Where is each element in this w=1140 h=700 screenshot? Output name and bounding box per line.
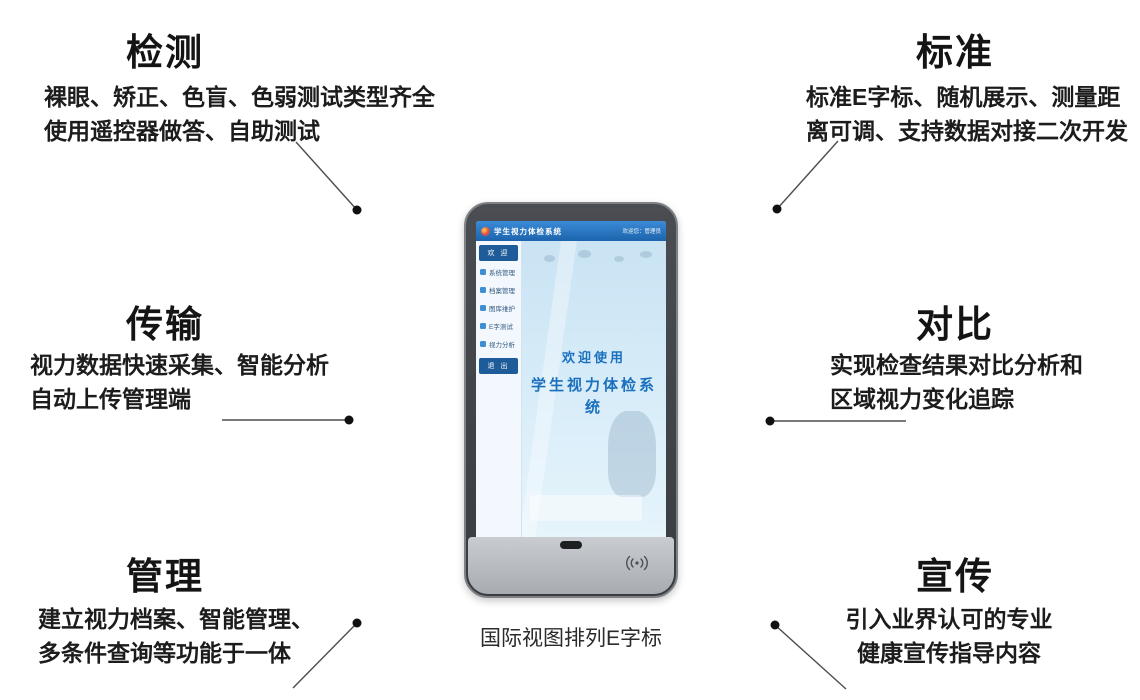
menu-square-icon	[480, 305, 486, 311]
feature-compare-line1: 实现检查结果对比分析和	[830, 352, 1083, 378]
app-logo-icon	[481, 226, 490, 236]
app-main-area: 欢迎使用 学生视力体检系统	[522, 241, 666, 539]
connector-dot-bottom-right	[770, 620, 780, 630]
sidebar-item-label: E字测试	[489, 324, 513, 331]
menu-square-icon	[480, 287, 486, 293]
feature-title-transfer: 传输	[126, 304, 204, 345]
feature-text-transfer: 视力数据快速采集、智能分析 自动上传管理端	[30, 348, 329, 416]
sidebar-item-label: 图库维护	[489, 306, 515, 313]
feature-title-manage: 管理	[126, 556, 204, 597]
connector-line-top-right	[776, 140, 839, 210]
feature-manage-line2: 多条件查询等功能于一体	[38, 640, 291, 666]
feature-text-detect: 裸眼、矫正、色盲、色弱测试类型齐全 使用遥控器做答、自助测试	[44, 80, 435, 148]
feature-standard-line2: 离可调、支持数据对接二次开发	[806, 118, 1128, 144]
feature-promote-line2: 健康宣传指导内容	[857, 640, 1041, 666]
connector-dot-mid-left	[344, 415, 354, 425]
sidebar-item-archive: 档案管理	[479, 283, 518, 297]
sidebar-welcome-button: 欢 迎	[479, 245, 518, 261]
device-mockup: 学生视力体检系统 欢迎您：管理员 欢 迎 系统管理 档案管理	[464, 202, 678, 598]
device-bottom-band	[468, 537, 674, 594]
sidebar-item-label: 视力分析	[489, 342, 515, 349]
feature-transfer-line2: 自动上传管理端	[30, 386, 191, 412]
sidebar-item-label: 系统管理	[489, 270, 515, 277]
welcome-text: 欢迎使用	[561, 350, 626, 365]
system-name-text: 学生视力体检系统	[530, 377, 657, 416]
background-light-blob	[544, 255, 555, 262]
connector-dot-top-right	[772, 204, 782, 214]
background-light-blob	[640, 251, 652, 258]
connector-dot-mid-right	[765, 416, 775, 426]
feature-promote-line1: 引入业界认可的专业	[845, 606, 1053, 632]
feature-title-promote: 宣传	[916, 556, 994, 597]
background-person-silhouette	[608, 411, 656, 497]
background-light-blob	[578, 250, 591, 258]
feature-title-standard: 标准	[916, 32, 994, 73]
app-header: 学生视力体检系统 欢迎您：管理员	[476, 221, 666, 241]
app-body: 欢 迎 系统管理 档案管理 图库维护 E字测试	[476, 241, 666, 539]
device-screen: 学生视力体检系统 欢迎您：管理员 欢 迎 系统管理 档案管理	[476, 221, 666, 539]
sidebar-item-system: 系统管理	[479, 265, 518, 279]
background-desk-shape	[530, 495, 642, 521]
feature-compare-line2: 区域视力变化追踪	[830, 386, 1014, 412]
app-title: 学生视力体检系统	[494, 226, 562, 236]
feature-detect-line1: 裸眼、矫正、色盲、色弱测试类型齐全	[44, 84, 435, 110]
background-light-blob	[614, 256, 624, 262]
feature-transfer-line1: 视力数据快速采集、智能分析	[30, 352, 329, 378]
device-caption: 国际视图排列E字标	[479, 627, 662, 650]
sidebar-exit-button: 退 出	[479, 358, 518, 374]
camera-slot	[560, 541, 582, 549]
sidebar-item-label: 档案管理	[489, 288, 515, 295]
app-header-user-text: 欢迎您：管理员	[622, 229, 661, 235]
sidebar-item-etest: E字测试	[479, 319, 518, 333]
sidebar-item-analysis: 视力分析	[479, 337, 518, 351]
menu-square-icon	[480, 323, 486, 329]
feature-title-compare: 对比	[916, 304, 994, 345]
feature-text-compare: 实现检查结果对比分析和 区域视力变化追踪	[830, 348, 1083, 416]
connector-line-top-left	[295, 141, 358, 211]
connector-dot-top-left	[352, 205, 362, 215]
app-sidebar: 欢 迎 系统管理 档案管理 图库维护 E字测试	[476, 241, 522, 539]
menu-square-icon	[480, 269, 486, 275]
connector-dot-bottom-left	[352, 618, 362, 628]
feature-text-manage: 建立视力档案、智能管理、 多条件查询等功能于一体	[38, 602, 314, 670]
feature-detect-line2: 使用遥控器做答、自助测试	[44, 118, 320, 144]
feature-text-promote: 引入业界认可的专业 健康宣传指导内容	[836, 602, 1062, 670]
speaker-icon	[626, 555, 648, 571]
menu-square-icon	[480, 341, 486, 347]
feature-manage-line1: 建立视力档案、智能管理、	[38, 606, 314, 632]
sidebar-item-gallery: 图库维护	[479, 301, 518, 315]
feature-standard-line1: 标准E字标、随机展示、测量距	[806, 84, 1121, 110]
feature-text-standard: 标准E字标、随机展示、测量距 离可调、支持数据对接二次开发	[806, 80, 1128, 148]
feature-title-detect: 检测	[126, 32, 204, 73]
